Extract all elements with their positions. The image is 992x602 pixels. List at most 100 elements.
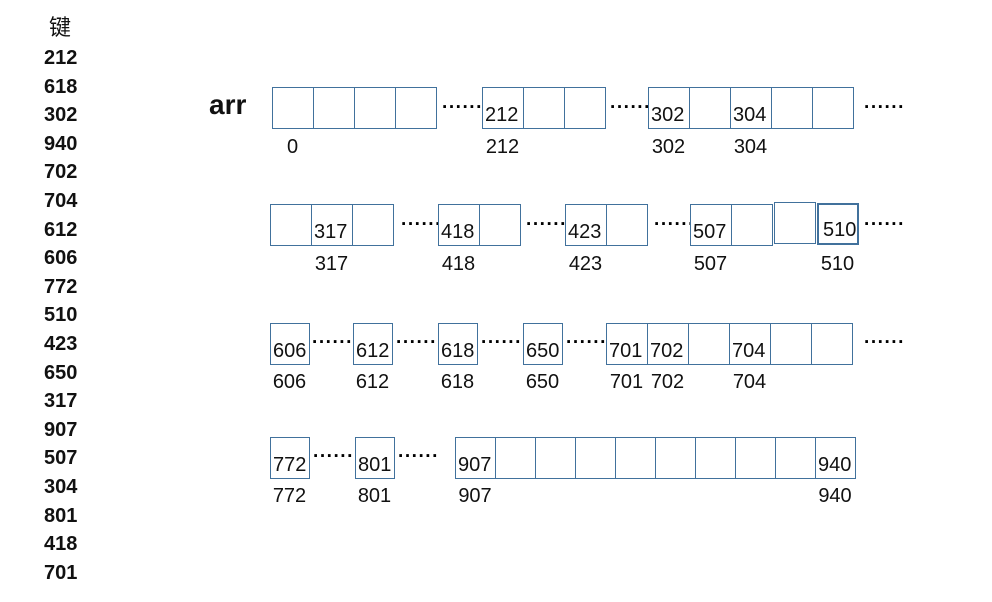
index-label: 606 bbox=[272, 371, 307, 393]
array-segment-507: 507 bbox=[690, 204, 773, 246]
index-labels: 510 bbox=[817, 253, 858, 275]
array-cell: 507 bbox=[690, 204, 732, 246]
key-value: 212 bbox=[44, 47, 78, 69]
index-labels: 606 bbox=[270, 371, 309, 393]
array-cell: 772 bbox=[270, 437, 310, 479]
index-label: 772 bbox=[272, 485, 307, 507]
ellipsis-dots: ······ bbox=[864, 214, 905, 235]
index-label bbox=[479, 253, 520, 275]
index-labels: 212 bbox=[482, 136, 605, 158]
array-cell: 606 bbox=[270, 323, 310, 365]
ellipsis-dots: ······ bbox=[312, 332, 353, 353]
array-segment-772: 772 bbox=[270, 437, 310, 479]
index-label: 907 bbox=[458, 485, 492, 507]
index-label: 423 bbox=[568, 253, 603, 275]
index-label bbox=[770, 371, 811, 393]
index-labels: 801 bbox=[355, 485, 394, 507]
key-value: 317 bbox=[44, 390, 78, 413]
index-label bbox=[775, 485, 815, 507]
index-label bbox=[695, 485, 735, 507]
array-segment-302-304: 302 304 bbox=[648, 87, 854, 129]
key-value: 304 bbox=[44, 475, 78, 498]
array-cell bbox=[354, 87, 396, 129]
array-cell bbox=[771, 87, 813, 129]
array-cell bbox=[812, 87, 854, 129]
key-column: 键 212 618 302 940 702 704 612 606 772 51… bbox=[44, 12, 77, 587]
array-cell bbox=[811, 323, 853, 365]
array-cell: 907 bbox=[455, 437, 496, 479]
ellipsis-dots: ······ bbox=[864, 332, 905, 353]
index-labels: 612 bbox=[353, 371, 392, 393]
index-label: 0 bbox=[286, 136, 299, 158]
array-cell bbox=[606, 204, 648, 246]
array-cell bbox=[735, 437, 776, 479]
index-labels: 302 304 bbox=[648, 136, 853, 158]
key-value: 801 bbox=[44, 504, 78, 527]
ellipsis-dots: ······ bbox=[442, 97, 483, 118]
array-cell: 304 bbox=[730, 87, 772, 129]
array-cell bbox=[774, 202, 816, 244]
index-label: 702 bbox=[650, 371, 685, 393]
array-cell: 423 bbox=[565, 204, 607, 246]
index-label: 701 bbox=[609, 371, 644, 393]
index-label bbox=[395, 136, 436, 158]
array-cell: 418 bbox=[438, 204, 480, 246]
key-column-title: 键 bbox=[49, 15, 72, 40]
array-cell bbox=[731, 204, 773, 246]
key-value: 940 bbox=[44, 132, 78, 155]
index-label bbox=[735, 485, 775, 507]
key-value: 612 bbox=[44, 218, 78, 241]
index-label: 418 bbox=[441, 253, 476, 275]
index-labels: 317 bbox=[270, 253, 393, 275]
array-cell: 317 bbox=[311, 204, 353, 246]
array-cell bbox=[688, 323, 730, 365]
index-label bbox=[535, 485, 575, 507]
array-segment-418: 418 bbox=[438, 204, 521, 246]
ellipsis-dots: ······ bbox=[864, 97, 905, 118]
key-value: 507 bbox=[44, 447, 78, 470]
index-labels: 0 bbox=[272, 136, 436, 158]
array-cell bbox=[523, 87, 565, 129]
ellipsis-dots: ······ bbox=[654, 214, 695, 235]
array-cell bbox=[395, 87, 437, 129]
array-cell bbox=[689, 87, 731, 129]
array-segment-606: 606 bbox=[270, 323, 310, 365]
ellipsis-dots: ······ bbox=[526, 214, 567, 235]
array-cell: 940 bbox=[815, 437, 856, 479]
array-segment-650: 650 bbox=[523, 323, 563, 365]
array-cell: 704 bbox=[729, 323, 771, 365]
array-cell: 618 bbox=[438, 323, 478, 365]
array-cell bbox=[775, 437, 816, 479]
ellipsis-dots: ······ bbox=[610, 97, 651, 118]
array-cell bbox=[479, 204, 521, 246]
array-segment-801: 801 bbox=[355, 437, 395, 479]
index-label bbox=[354, 136, 395, 158]
index-label bbox=[352, 253, 393, 275]
index-label: 507 bbox=[693, 253, 728, 275]
array-segment-618: 618 bbox=[438, 323, 478, 365]
array-cell bbox=[655, 437, 696, 479]
array-segment-612: 612 bbox=[353, 323, 393, 365]
index-labels: 423 bbox=[565, 253, 647, 275]
index-label bbox=[270, 253, 311, 275]
index-label: 510 bbox=[820, 253, 855, 275]
index-label: 618 bbox=[440, 371, 475, 393]
ellipsis-dots: ······ bbox=[481, 332, 522, 353]
index-label bbox=[575, 485, 615, 507]
ellipsis-dots: ······ bbox=[398, 446, 439, 467]
index-label bbox=[495, 485, 535, 507]
index-label bbox=[731, 253, 772, 275]
index-labels: 701 702 704 bbox=[606, 371, 852, 393]
index-label bbox=[606, 253, 647, 275]
index-label bbox=[615, 485, 655, 507]
key-value: 423 bbox=[44, 332, 78, 355]
index-label: 612 bbox=[355, 371, 390, 393]
array-name-label: arr bbox=[209, 89, 247, 120]
index-label: 704 bbox=[732, 371, 767, 393]
key-value: 418 bbox=[44, 533, 78, 556]
key-value: 510 bbox=[44, 304, 78, 327]
index-labels: 418 bbox=[438, 253, 520, 275]
array-cell: 650 bbox=[523, 323, 563, 365]
array-cell: 701 bbox=[606, 323, 648, 365]
ellipsis-dots: ······ bbox=[313, 446, 354, 467]
